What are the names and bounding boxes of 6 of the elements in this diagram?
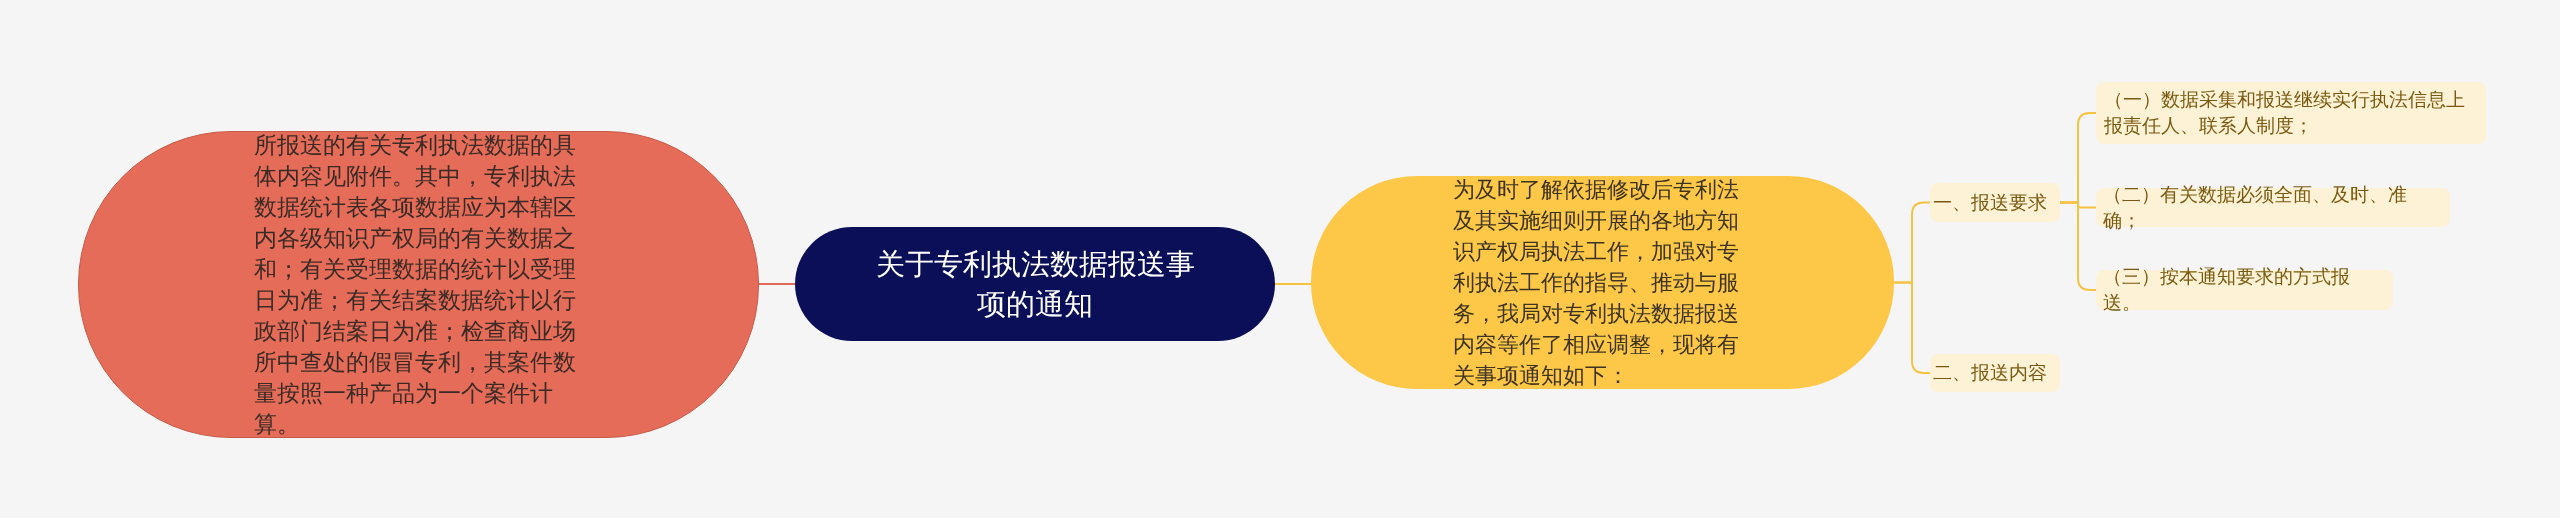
- item-box: （一）数据采集和报送继续实行执法信息上报责任人、联系人制度；: [2096, 82, 2486, 144]
- subtopic-box: 二、报送内容: [1930, 354, 2060, 392]
- central-topic-box: 关于专利执法数据报送事项的通知: [795, 227, 1275, 341]
- subtopic-box: 一、报送要求: [1930, 183, 2060, 222]
- connector-line: [1274, 283, 1312, 285]
- connector-line: [758, 283, 796, 285]
